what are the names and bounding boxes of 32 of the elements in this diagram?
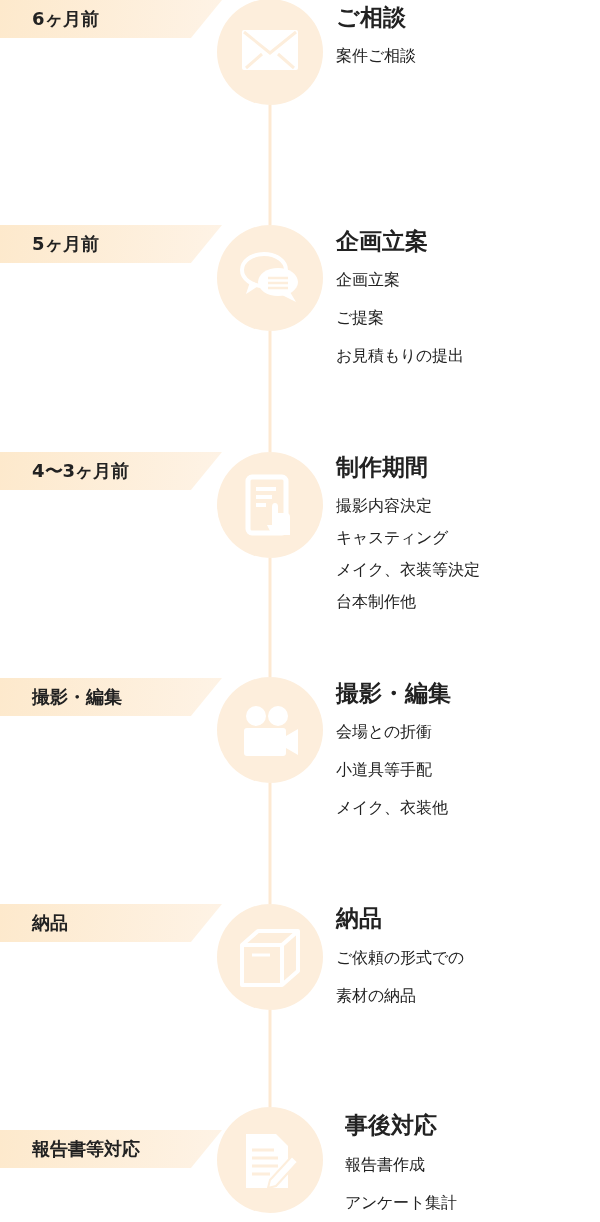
step-item: メイク、衣装他 [336, 798, 448, 819]
label-banner: 6ヶ月前 [0, 0, 222, 38]
step-item: 会場との折衝 [336, 722, 432, 743]
label-banner: 報告書等対応 [0, 1130, 222, 1168]
step-item: メイク、衣装等決定 [336, 560, 480, 581]
step-item: 企画立案 [336, 270, 400, 291]
timeline-line [268, 105, 272, 225]
step-item: 報告書作成 [345, 1155, 425, 1176]
step-item: 小道具等手配 [336, 760, 432, 781]
step-heading: 企画立案 [336, 227, 428, 256]
label-banner: 5ヶ月前 [0, 225, 222, 263]
step-heading: 事後対応 [345, 1111, 437, 1140]
step-item: 台本制作他 [336, 592, 416, 613]
step-item: お見積もりの提出 [336, 346, 464, 367]
label-banner: 納品 [0, 904, 222, 942]
step-item: アンケート集計 [345, 1193, 457, 1214]
timeline-line [268, 331, 272, 452]
step-item: 案件ご相談 [336, 46, 416, 67]
step-heading: 制作期間 [336, 453, 428, 482]
step-item: 素材の納品 [336, 986, 416, 1007]
timeline-line [268, 1010, 272, 1107]
step-heading: 納品 [336, 904, 382, 933]
step-heading: 撮影・編集 [336, 679, 451, 708]
timeline-line [268, 783, 272, 904]
step-heading: ご相談 [336, 3, 406, 32]
label-banner: 4〜3ヶ月前 [0, 452, 222, 490]
step-item: キャスティング [336, 528, 448, 549]
timeline-line [268, 558, 272, 677]
step-item: ご依頼の形式での [336, 948, 464, 969]
step-item: 撮影内容決定 [336, 496, 432, 517]
label-banner: 撮影・編集 [0, 678, 222, 716]
step-item: ご提案 [336, 308, 384, 329]
